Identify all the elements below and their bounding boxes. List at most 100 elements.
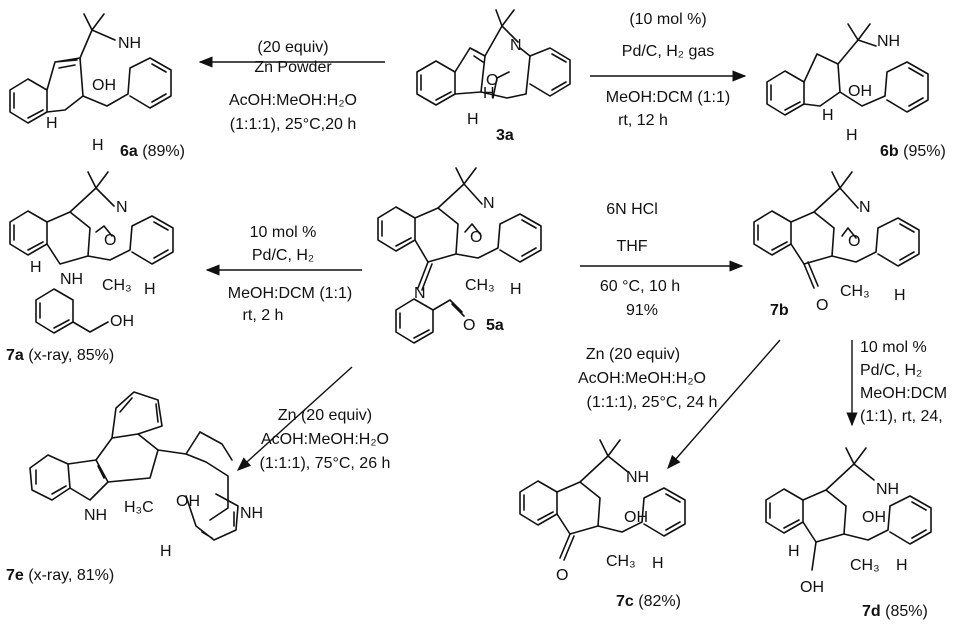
structure-7b: N O O CH₃ H 7b xyxy=(753,171,920,319)
conditions-5a-7b: 6N HCl THF 60 °C, 10 h 91% xyxy=(600,201,680,319)
atom-H: H xyxy=(896,557,908,574)
condition-line: AcOH:MeOH:H₂O xyxy=(261,431,389,448)
condition-line: AcOH:MeOH:H₂O xyxy=(578,370,706,387)
atom-H: H xyxy=(652,555,664,572)
atom-H: H xyxy=(46,115,58,132)
condition-line: Pd/C, H₂ gas xyxy=(622,43,714,60)
atom-OH: OH xyxy=(800,579,824,596)
atom-O: O xyxy=(848,233,860,250)
atom-H: H xyxy=(846,127,858,144)
compound-label-5a: 5a xyxy=(486,317,504,334)
atom-H: H xyxy=(822,107,834,124)
structure-3a: N O H H 3a xyxy=(416,9,571,144)
compound-label-7a: 7a (x-ray, 85%) xyxy=(6,347,114,364)
compound-label-7b: 7b xyxy=(770,302,789,319)
conditions-7b-7c: Zn (20 equiv) AcOH:MeOH:H₂O (1:1:1), 25°… xyxy=(578,346,717,411)
atom-NH: NH xyxy=(240,505,263,522)
compound-label-6a: 6a (89%) xyxy=(120,143,185,160)
condition-line: Zn (20 equiv) xyxy=(278,407,372,424)
condition-line: Pd/C, H₂ xyxy=(860,362,922,379)
atom-H3C: H₃C xyxy=(124,499,154,516)
compound-label-7d: 7d (85%) xyxy=(862,603,928,620)
compound-label-7c: 7c (82%) xyxy=(616,593,681,610)
conditions-5a-7a: 10 mol % Pd/C, H₂ MeOH:DCM (1:1) rt, 2 h xyxy=(228,224,352,324)
condition-line: rt, 12 h xyxy=(618,112,668,129)
condition-line: (1:1:1), 75°C, 26 h xyxy=(260,455,391,472)
structure-7d: NH OH H OH CH₃ H 7d (85%) xyxy=(765,447,932,620)
condition-line: Zn Powder xyxy=(254,59,332,76)
atom-CH3: CH₃ xyxy=(840,283,870,300)
conditions-5a-7e: Zn (20 equiv) AcOH:MeOH:H₂O (1:1:1), 75°… xyxy=(260,407,391,472)
condition-line: 60 °C, 10 h xyxy=(600,278,680,295)
atom-O: O xyxy=(486,72,498,89)
atom-O: O xyxy=(816,297,828,314)
atom-N: N xyxy=(483,195,495,212)
atom-O: O xyxy=(470,229,482,246)
atom-O: O xyxy=(556,567,568,584)
atom-CH3: CH₃ xyxy=(465,277,495,294)
atom-NH: NH xyxy=(84,507,107,524)
condition-line: rt, 2 h xyxy=(243,307,284,324)
conditions-3a-6a: (20 equiv) Zn Powder AcOH:MeOH:H₂O (1:1:… xyxy=(229,39,357,133)
condition-line: THF xyxy=(616,238,647,255)
condition-line: 6N HCl xyxy=(606,201,658,218)
atom-NH: NH xyxy=(118,35,141,52)
atom-OH: OH xyxy=(176,493,200,510)
arrow-5a-to-7e xyxy=(236,366,353,471)
condition-line: 10 mol % xyxy=(860,339,927,356)
structure-7c: NH OH O CH₃ H 7c (82%) xyxy=(519,439,686,610)
atom-N: N xyxy=(510,37,522,54)
condition-line: (1:1:1), 25°C, 24 h xyxy=(587,394,718,411)
compound-label-7e: 7e (x-ray, 81%) xyxy=(6,567,114,584)
atom-H: H xyxy=(483,85,495,102)
condition-line: (1:1:1), 25°C,20 h xyxy=(230,116,356,133)
atom-H: H xyxy=(467,111,479,128)
atom-H: H xyxy=(160,543,172,560)
atom-H: H xyxy=(92,137,104,154)
atom-CH3: CH₃ xyxy=(606,553,636,570)
atom-H: H xyxy=(144,281,156,298)
condition-line: 10 mol % xyxy=(250,224,317,241)
condition-line: 91% xyxy=(626,302,658,319)
atom-N: N xyxy=(116,199,128,216)
condition-line: (1:1), rt, 24, xyxy=(860,408,943,425)
atom-OH: OH xyxy=(92,77,116,94)
structure-6a: NH OH H H 6a (89%) xyxy=(9,13,185,160)
condition-line: AcOH:MeOH:H₂O xyxy=(229,92,357,109)
condition-line: MeOH:DCM (1:1) xyxy=(606,89,730,106)
atom-NH: NH xyxy=(877,33,900,50)
atom-NH: NH xyxy=(626,469,649,486)
atom-NH: NH xyxy=(60,271,83,288)
atom-O: O xyxy=(104,232,116,249)
atom-OH: OH xyxy=(110,313,134,330)
atom-OH: OH xyxy=(862,509,886,526)
atom-NH: NH xyxy=(876,481,899,498)
structure-5a: N O N O CH₃ H 5a xyxy=(377,167,542,344)
compound-label-3a: 3a xyxy=(496,127,514,144)
atom-H: H xyxy=(30,259,42,276)
atom-CH3: CH₃ xyxy=(102,277,132,294)
conditions-3a-6b: (10 mol %) Pd/C, H₂ gas MeOH:DCM (1:1) r… xyxy=(606,11,730,129)
atom-H: H xyxy=(894,287,906,304)
structure-7a: N O NH CH₃ H H OH 7a (x-ray, 85%) xyxy=(6,171,174,364)
structure-6b: NH OH H H 6b (95%) xyxy=(766,23,946,160)
compound-label-6b: 6b (95%) xyxy=(880,143,946,160)
atom-N: N xyxy=(859,199,871,216)
atom-OH: OH xyxy=(848,83,872,100)
atom-CH3: CH₃ xyxy=(850,557,880,574)
condition-line: MeOH:DCM (1:1) xyxy=(228,285,352,302)
atom-H: H xyxy=(510,281,522,298)
structure-7e: NH H₃C OH NH H 7e (x-ray, 81%) xyxy=(6,391,263,584)
atom-OH: OH xyxy=(624,509,648,526)
conditions-7b-7d: 10 mol % Pd/C, H₂ MeOH:DCM (1:1), rt, 24… xyxy=(860,339,947,425)
atom-N: N xyxy=(414,285,426,302)
condition-line: (10 mol %) xyxy=(629,11,706,28)
condition-line: MeOH:DCM xyxy=(860,385,947,402)
condition-line: (20 equiv) xyxy=(257,39,328,56)
atom-O: O xyxy=(463,317,475,334)
condition-line: Pd/C, H₂ xyxy=(252,247,314,264)
arrow-7b-to-7c xyxy=(667,339,781,470)
atom-H: H xyxy=(788,543,800,560)
condition-line: Zn (20 equiv) xyxy=(586,346,680,363)
